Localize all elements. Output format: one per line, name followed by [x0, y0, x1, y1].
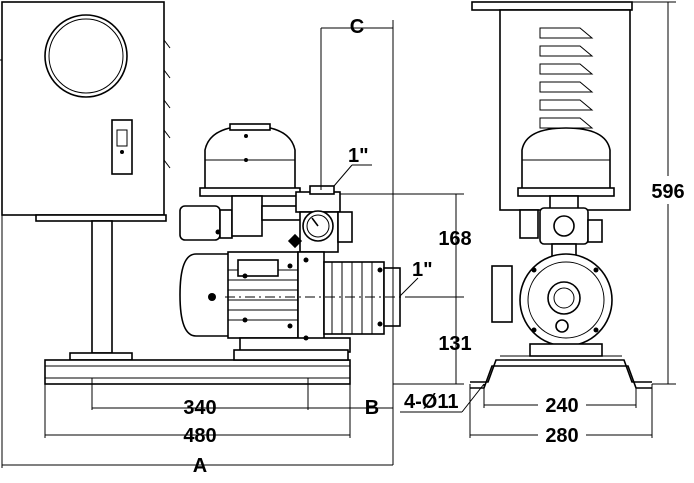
- dimension-a-label: A: [193, 455, 207, 477]
- height-596-label: 596: [651, 181, 684, 203]
- mounting-holes-label: 4-Ø11: [404, 391, 458, 413]
- side-view-dimensions: C 1" 1" 168 131 340 B 480 A: [1, 16, 485, 477]
- width-280-label: 280: [545, 425, 578, 447]
- pipe-size-top-label: 1": [348, 145, 369, 167]
- side-view: [0, 1, 410, 385]
- pressure-switch: [179, 195, 303, 241]
- dimension-c-label: C: [350, 16, 364, 38]
- height-131-label: 131: [438, 333, 471, 355]
- front-pump-casing: [491, 253, 613, 357]
- width-340-label: 340: [183, 397, 216, 419]
- front-view: [470, 1, 652, 389]
- width-240-label: 240: [545, 395, 578, 417]
- meter-window: [44, 14, 128, 98]
- dimension-b-label: B: [365, 397, 379, 419]
- motor: [179, 251, 299, 339]
- pipe-size-side-label: 1": [412, 259, 433, 281]
- front-base-frame: [470, 355, 652, 389]
- discharge-manifold: [287, 185, 353, 253]
- front-pressure-tank: [517, 127, 615, 197]
- front-fittings: [519, 195, 603, 259]
- width-480-label: 480: [183, 425, 216, 447]
- control-box: [0, 1, 171, 216]
- base-frame: [44, 359, 351, 385]
- pressure-tank: [199, 123, 301, 197]
- switch-panel: [111, 119, 133, 175]
- front-view-dimensions: 596 240 280: [469, 1, 690, 447]
- height-168-label: 168: [438, 228, 471, 250]
- box-stand: [35, 214, 167, 361]
- pump-body: [233, 251, 401, 361]
